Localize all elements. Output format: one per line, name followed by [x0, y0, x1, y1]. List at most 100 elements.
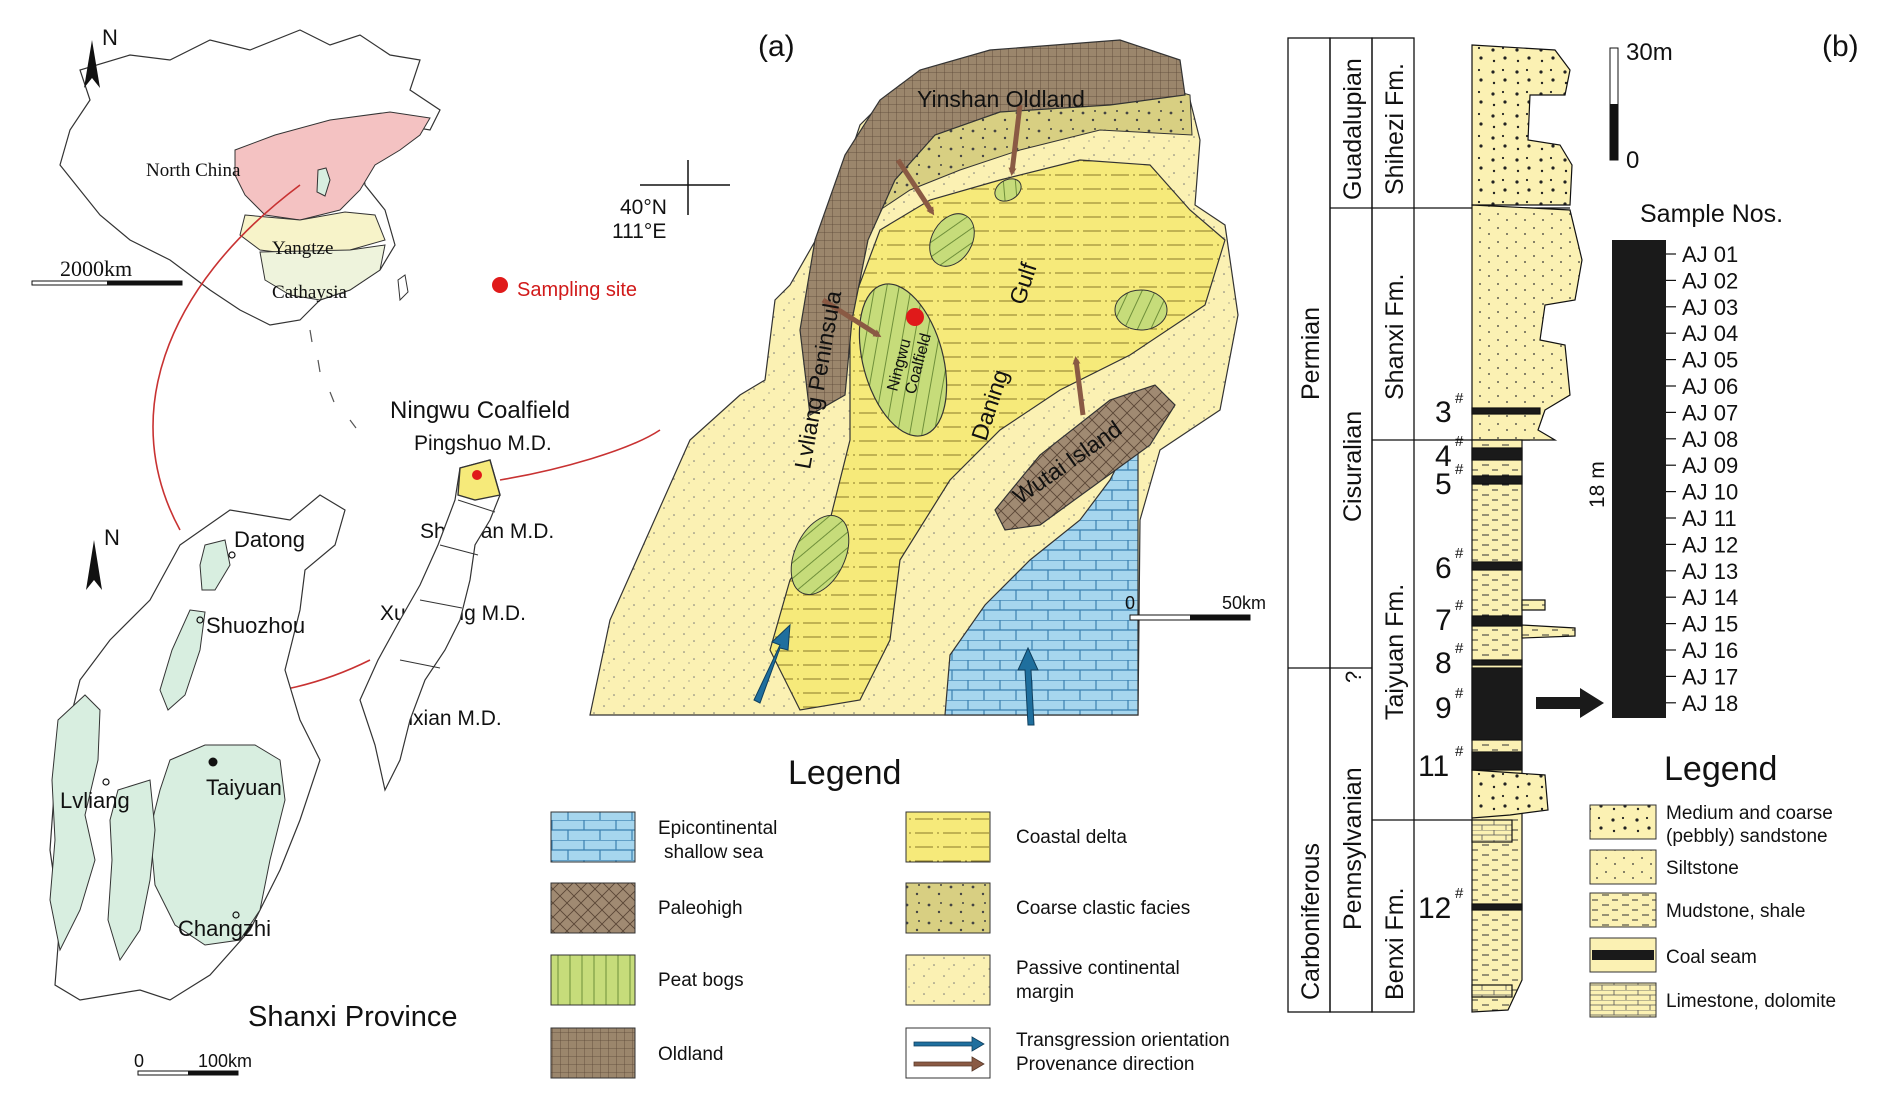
legend-a-label-2: Provenance direction — [1016, 1054, 1195, 1075]
green-zone-datong — [199, 539, 231, 591]
limestone-band-1 — [1471, 819, 1513, 843]
legend-a: Legend Epicontinental shallow sea Paleoh… — [550, 754, 1230, 1079]
period-carboniferous: Carboniferous — [1297, 843, 1325, 1000]
wutai-paleohigh — [994, 384, 1176, 531]
city-marker-taiyuan — [208, 757, 218, 767]
city-label-changzhi: Changzhi — [178, 916, 271, 941]
sample-label: AJ 05 — [1682, 348, 1738, 373]
legend-b-label: Medium and coarse — [1666, 803, 1833, 824]
city-label-datong: Datong — [234, 527, 305, 552]
thickness-label: 18 m — [1586, 461, 1609, 508]
legend-b-label: Coal seam — [1666, 947, 1757, 968]
mudstone-spur-2 — [1521, 624, 1576, 639]
column-scale-bottom: 0 — [1626, 147, 1639, 174]
md-label-pingshuo: Pingshuo M.D. — [414, 432, 552, 455]
north-china-region — [234, 111, 431, 221]
provenance-arrow-icon — [913, 1056, 985, 1072]
sample-label: AJ 18 — [1682, 691, 1738, 716]
seam-number: 6 — [1435, 552, 1452, 585]
legend-a-label: Peat bogs — [658, 970, 744, 991]
legend-a-item-arrows: Transgression orientation Provenance dir… — [905, 1027, 1230, 1079]
sample-label: AJ 02 — [1682, 268, 1738, 293]
legend-a-item-sea: Epicontinental shallow sea — [550, 811, 777, 863]
column-scale-top: 30m — [1626, 39, 1673, 66]
coal-seam-8 — [1471, 659, 1523, 666]
sample-label: AJ 01 — [1682, 242, 1738, 267]
transgression-arrows — [753, 623, 1039, 726]
sample-label: AJ 07 — [1682, 400, 1738, 425]
sample-label: AJ 12 — [1682, 532, 1738, 557]
seam-number: 4 — [1435, 440, 1452, 473]
province-label: Shanxi Province — [248, 1001, 458, 1033]
seam-number: 3 — [1435, 396, 1452, 429]
legend-a-label-2: shallow sea — [664, 842, 764, 863]
sample-label: AJ 03 — [1682, 295, 1738, 320]
seam-mark: # — [1455, 597, 1464, 614]
green-zone-west — [107, 779, 156, 962]
coal-seam-5 — [1471, 475, 1523, 485]
seam-mark: # — [1455, 461, 1464, 478]
pingshuo-district — [457, 459, 501, 501]
scale-zero-a: 0 — [1125, 593, 1135, 613]
city-marker-datong — [228, 551, 236, 559]
seam-mark: # — [1455, 640, 1464, 657]
scale-label-china: 2000km — [60, 256, 132, 281]
legend-a-label: Coastal delta — [1016, 827, 1127, 848]
sampling-site-legend: Sampling site — [492, 277, 637, 301]
scale-bar-china: 2000km — [31, 256, 183, 286]
seam-number: 12 — [1418, 892, 1451, 925]
sample-label: AJ 10 — [1682, 480, 1738, 505]
sample-label: AJ 09 — [1682, 453, 1738, 478]
legend-a-item-passive: Passive continental margin — [905, 954, 1180, 1006]
legend-b-item-coal: Coal seam — [1589, 937, 1757, 973]
seam-number: 7 — [1435, 604, 1452, 637]
sample-label: AJ 08 — [1682, 427, 1738, 452]
legend-b: Legend Medium and coarse (pebbly) sandst… — [1589, 750, 1836, 1018]
chrono-table — [1287, 37, 1570, 1013]
seam-number: 11 — [1418, 750, 1449, 783]
legend-a-item-peat: Peat bogs — [550, 954, 744, 1006]
sample-label: AJ 13 — [1682, 559, 1738, 584]
shanxi-inset: Datong Shuozhou Taiyuan Lvliang Changzhi… — [49, 494, 458, 1076]
taiwan-island — [397, 274, 409, 302]
south-china-sea-dashes — [309, 329, 357, 429]
peat-bog-1 — [929, 213, 975, 267]
period-permian: Permian — [1297, 307, 1325, 400]
legend-a-label: Coarse clastic facies — [1016, 898, 1190, 919]
yangtze-region — [239, 211, 386, 256]
panel-b-label: (b) — [1822, 30, 1859, 63]
north-label-shanxi: N — [104, 525, 120, 550]
column-scale: 30m 0 — [1609, 39, 1673, 174]
north-arrow-china: N — [84, 25, 118, 88]
sample-label: AJ 16 — [1682, 638, 1738, 663]
cathaysia-region — [259, 244, 386, 301]
legend-b-item-limestone: Limestone, dolomite — [1589, 982, 1836, 1018]
legend-b-title: Legend — [1664, 750, 1777, 788]
legend-b-item-mudstone: Mudstone, shale — [1589, 892, 1805, 928]
north-label-china: N — [102, 25, 118, 50]
seam-mark: # — [1455, 390, 1464, 407]
north-arrow-icon — [84, 40, 100, 88]
formation-shihezi: Shihezi Fm. — [1381, 63, 1409, 195]
sampling-site-marker — [472, 470, 482, 480]
sample-label: AJ 04 — [1682, 321, 1738, 346]
stratigraphic-column: (b) Permian Carboniferous Guadalupian Ci… — [1287, 30, 1859, 1013]
region-label-yangtze: Yangtze — [272, 238, 333, 259]
china-inset: North China Yangtze Cathaysia N 2000km — [31, 25, 441, 429]
coal-seam-9 — [1471, 667, 1523, 741]
legend-a-label: Paleohigh — [658, 898, 743, 919]
peat-bog-2 — [994, 178, 1022, 202]
legend-b-label: Mudstone, shale — [1666, 901, 1805, 922]
panel-a-label: (a) — [758, 30, 795, 63]
peat-bog-4 — [790, 514, 850, 596]
city-marker-shuozhou — [196, 616, 204, 624]
shallow-sea-area — [944, 424, 1139, 716]
city-label-shuozhou: Shuozhou — [206, 613, 305, 638]
paleogeographic-map: (a) 40°N 111°E — [589, 30, 1266, 726]
legend-b-item-sandstone: Medium and coarse (pebbly) sandstone — [1589, 803, 1833, 847]
legend-a-label-2: margin — [1016, 982, 1074, 1003]
legend-a-item-paleohigh: Paleohigh — [550, 882, 743, 934]
transgression-arrow-icon — [913, 1036, 985, 1052]
